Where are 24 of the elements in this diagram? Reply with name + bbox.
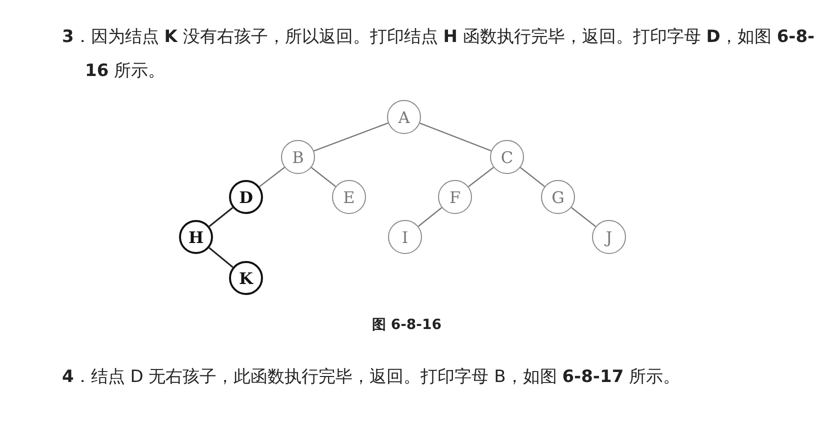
paragraph: 3．因为结点 K 没有右孩子，所以返回。打印结点 H 函数执行完毕，返回。打印字母 D，如图 6-8-16 所示。 bbox=[62, 26, 816, 83]
tree-edge bbox=[314, 122, 388, 152]
tree-node: C bbox=[490, 140, 524, 174]
tree-node: B bbox=[281, 140, 315, 174]
tree-node: K bbox=[229, 261, 263, 295]
tree-edge bbox=[208, 207, 234, 227]
tree-node: G bbox=[541, 180, 575, 214]
tree-node: A bbox=[387, 100, 421, 134]
tree-edge bbox=[420, 122, 492, 152]
tree-node: D bbox=[229, 180, 263, 214]
paragraph: 4．结点 D 无右孩子，此函数执行完毕，返回。打印字母 B，如图 6-8-17 所示。 bbox=[62, 366, 682, 389]
tree-node: H bbox=[179, 220, 213, 254]
tree-edge bbox=[418, 207, 442, 227]
tree-node: F bbox=[438, 180, 472, 214]
tree-node: I bbox=[388, 220, 422, 254]
tree-edge bbox=[259, 166, 285, 188]
tree-node: E bbox=[332, 180, 366, 214]
tree-edge bbox=[571, 207, 596, 227]
tree-edge bbox=[311, 167, 336, 187]
tree-edge bbox=[520, 167, 545, 187]
tree-node: J bbox=[592, 220, 626, 254]
tree-edge bbox=[208, 247, 234, 268]
figure-caption: 图 6-8-16 bbox=[372, 316, 442, 334]
tree-edge bbox=[468, 166, 494, 188]
